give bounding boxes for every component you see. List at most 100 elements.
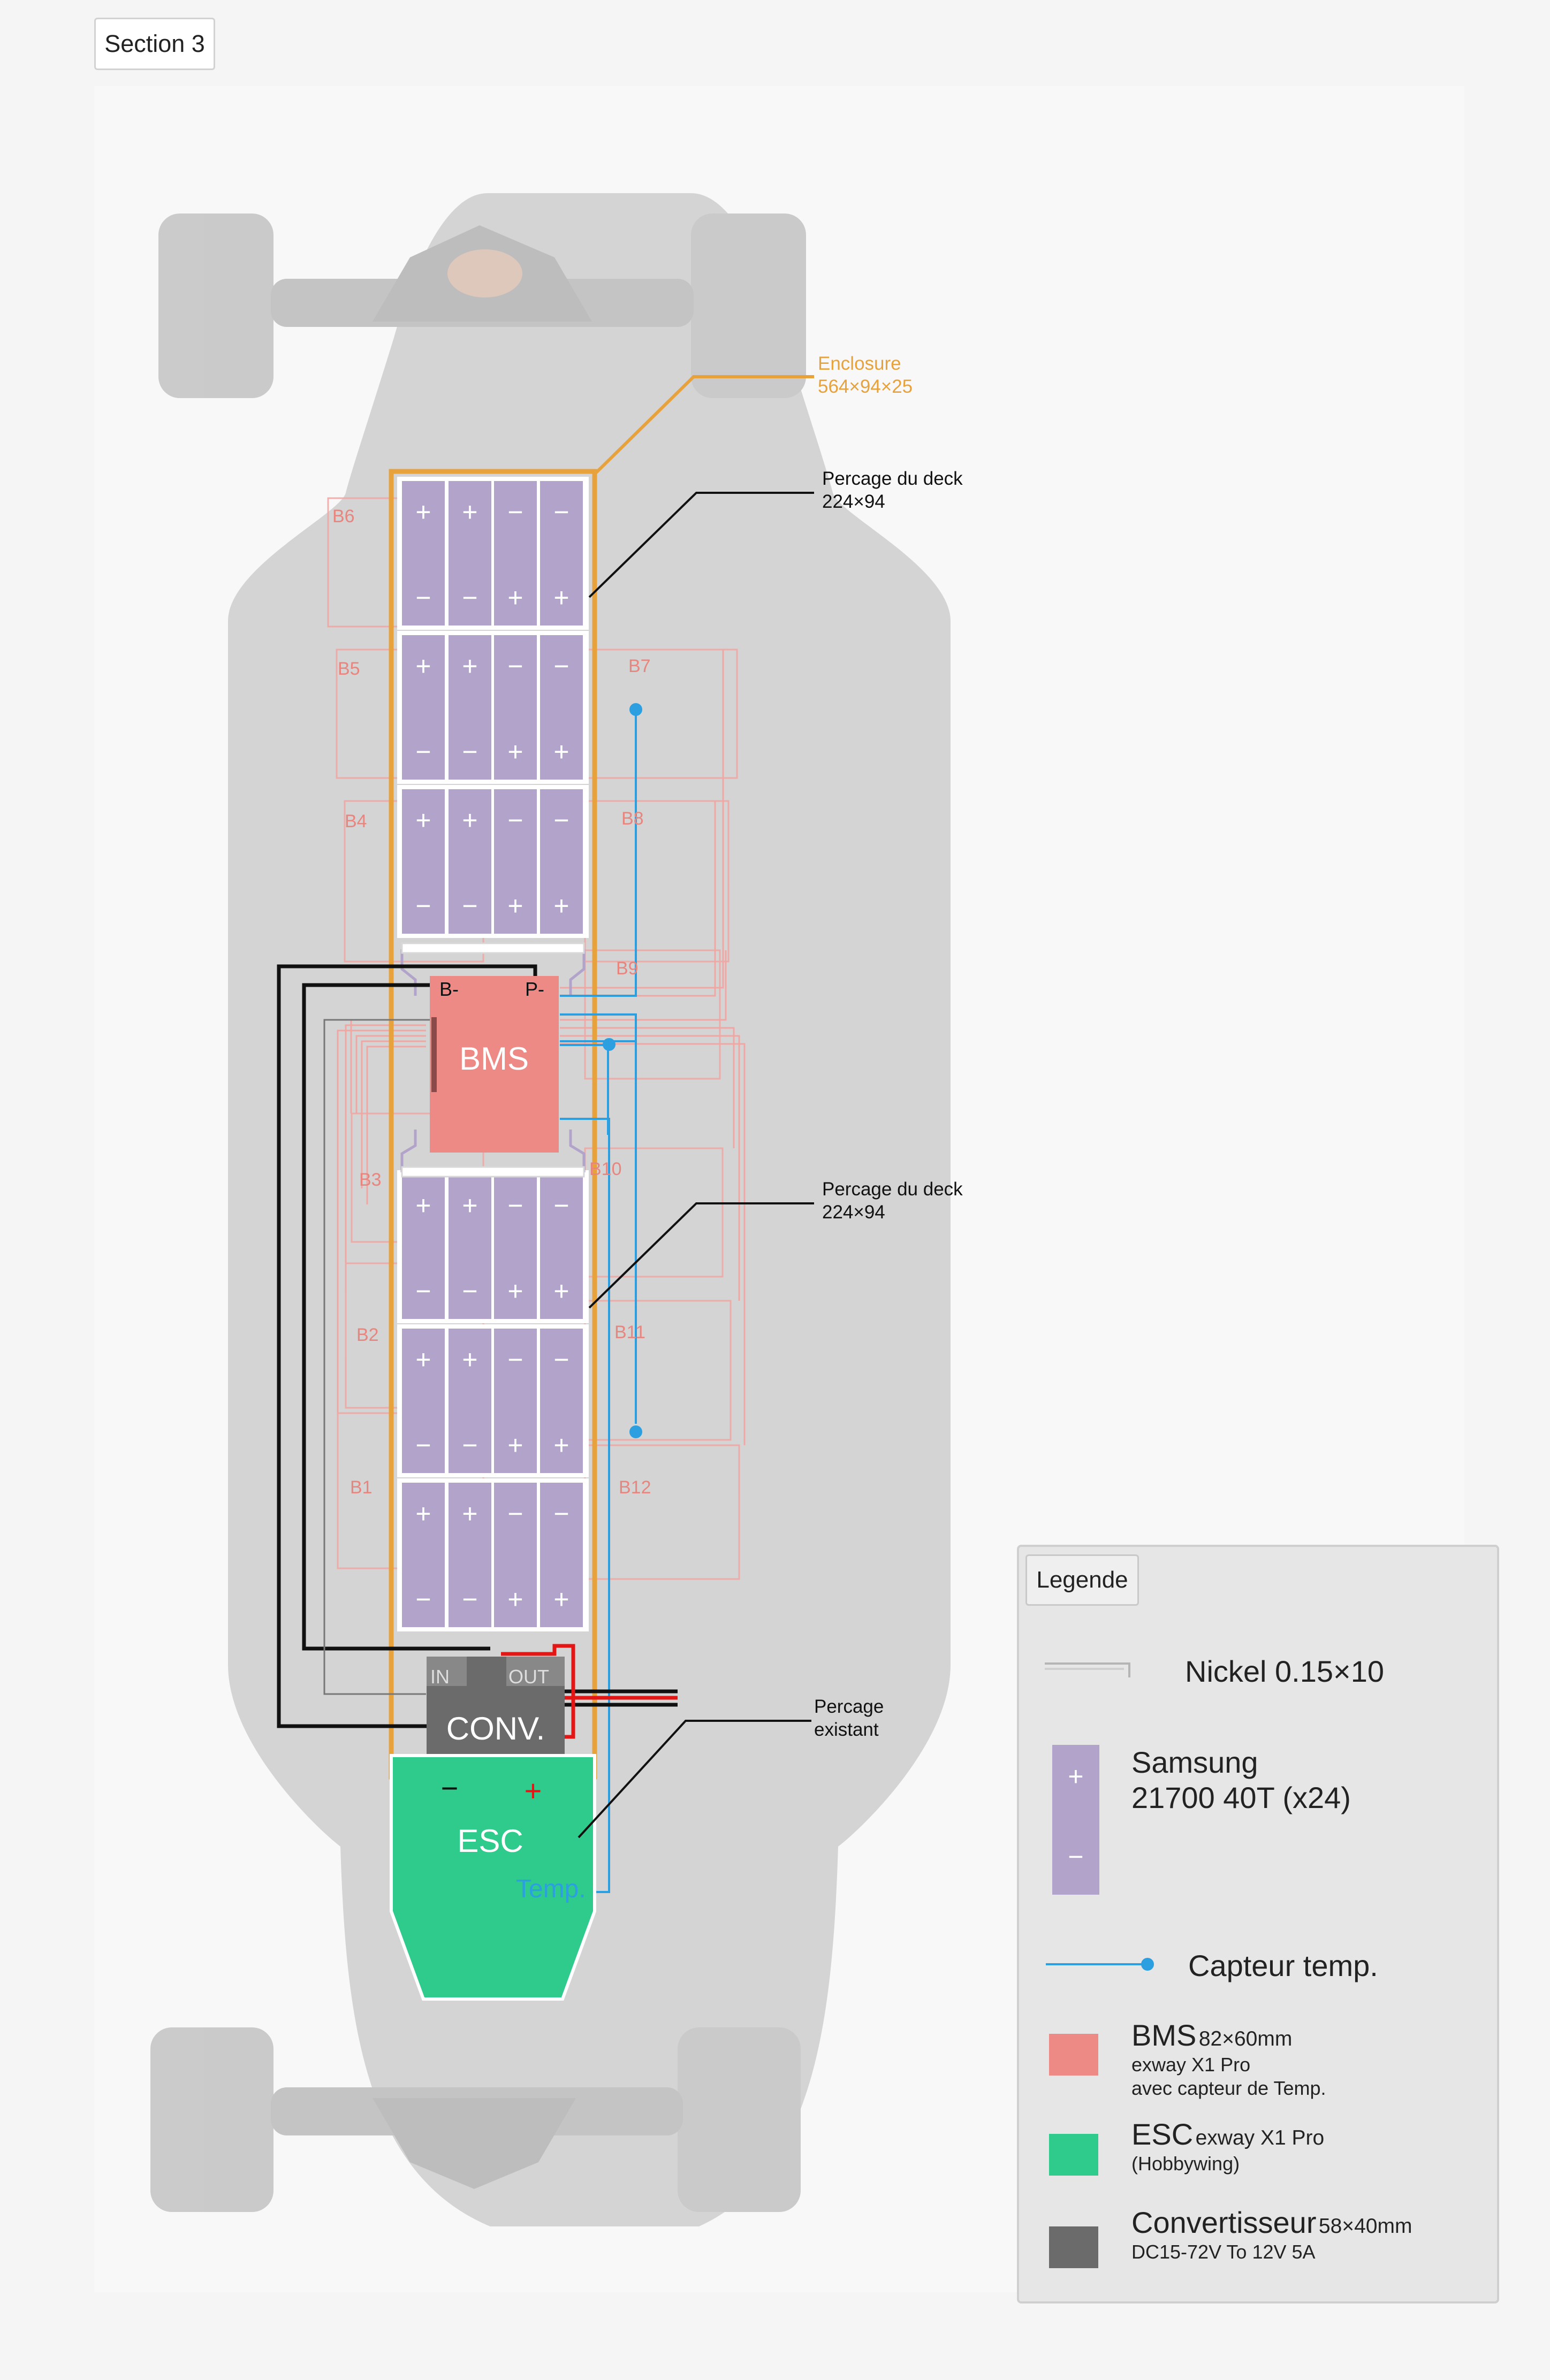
legend-cell-model: 21700 40T (x24) (1131, 1781, 1351, 1814)
cell-polarity-sign: + (553, 583, 569, 613)
legend-title[interactable]: Legende (1025, 1554, 1139, 1606)
battery-cell (402, 1174, 445, 1319)
bms[interactable]: BMS B- P- (430, 976, 559, 1153)
cell-polarity-sign: − (415, 891, 431, 921)
legend-temp-label: Capteur temp. (1188, 1949, 1378, 1982)
cell-polarity-sign: + (462, 1191, 477, 1220)
cell-polarity-sign: − (415, 1276, 431, 1306)
cell-polarity-sign: − (462, 891, 477, 921)
cell-polarity-sign: + (507, 737, 523, 767)
existing-cut-line2: existant (814, 1719, 879, 1740)
legend-row-temp: Capteur temp. (1019, 1943, 1497, 1986)
cell-polarity-sign: + (462, 497, 477, 527)
cell-polarity-sign: − (462, 1584, 477, 1614)
cell-polarity-sign: − (507, 1345, 523, 1375)
group-label-b4: B4 (345, 811, 367, 832)
cell-polarity-sign: − (415, 583, 431, 613)
battery-cell (402, 635, 445, 780)
cell-polarity-sign: + (415, 1499, 431, 1529)
battery-cells: +−+−−+−++−+−−+−++−+−−+−++−+−−+−++−+−−+−+… (397, 477, 589, 1631)
cell-polarity-sign: + (462, 1345, 477, 1375)
cell-polarity-sign: − (507, 805, 523, 835)
legend-bms-name: BMS (1131, 2018, 1197, 2052)
cell-polarity-sign: − (415, 1430, 431, 1460)
cell-polarity-sign: − (507, 497, 523, 527)
temp-sensor-icon (1046, 1958, 1154, 1971)
group-label-b2: B2 (356, 1325, 379, 1345)
esc-temp-label: Temp. (516, 1875, 586, 1903)
battery-cell (540, 481, 583, 625)
legend-row-nickel: Nickel 0.15×10 (1019, 1649, 1497, 1691)
legend-cell-name: Samsung (1131, 1745, 1258, 1779)
cell-polarity-sign: + (553, 891, 569, 921)
battery-cell (449, 1174, 491, 1319)
cell-polarity-sign: + (415, 497, 431, 527)
battery-cell (494, 1174, 537, 1319)
cell-polarity-sign: − (553, 1499, 569, 1529)
legend-row-esc: ESC exway X1 Pro (Hobbywing) (1019, 2117, 1497, 2186)
cell-polarity-sign: − (553, 651, 569, 681)
battery-cell (540, 1174, 583, 1319)
group-labels-right: B7 B8 B9 B10 B11 B12 (589, 656, 651, 1498)
battery-cell (540, 635, 583, 780)
cell-polarity-sign: + (507, 1276, 523, 1306)
cell-polarity-sign: − (415, 1584, 431, 1614)
temp-sensor-dots (603, 703, 642, 1438)
callout-deck-cut-top: Percage du deck 224×94 (588, 468, 963, 598)
diagram-canvas: +−+−−+−++−+−−+−++−+−−+−++−+−−+−++−+−−+−+… (94, 86, 1499, 2303)
legend-panel: Legende Nickel 0.15×10 + − Samsung 21700… (1017, 1545, 1499, 2303)
legend-esc-model: exway X1 Pro (1195, 2126, 1325, 2149)
deck-cut-bottom-line1: Percage du deck (822, 1179, 963, 1200)
group-label-b7: B7 (628, 656, 651, 676)
bms-label: BMS (459, 1041, 529, 1077)
cell-minus-sign: − (1068, 1842, 1084, 1872)
converter-swatch (1049, 2226, 1098, 2268)
wiring-diagram: +−+−−+−++−+−−+−++−+−−+−++−+−−+−++−+−−+−+… (150, 193, 963, 2226)
esc-label: ESC (457, 1823, 523, 1859)
cell-polarity-sign: − (553, 1191, 569, 1220)
group-label-b10: B10 (589, 1159, 622, 1179)
cell-polarity-sign: − (507, 1191, 523, 1220)
legend-row-converter: Convertisseur 58×40mm DC15-72V To 12V 5A (1019, 2205, 1497, 2275)
cell-polarity-sign: + (553, 737, 569, 767)
deck-cut-bottom-line2: 224×94 (822, 1202, 885, 1223)
legend-conv-name: Convertisseur (1131, 2206, 1317, 2239)
cell-polarity-sign: − (553, 805, 569, 835)
group-label-b5: B5 (338, 659, 360, 679)
converter-label: CONV. (446, 1711, 545, 1746)
battery-cell-icon: + − (1052, 1745, 1099, 1895)
battery-cell (449, 1483, 491, 1627)
cell-polarity-sign: − (553, 1345, 569, 1375)
converter[interactable]: IN OUT CONV. (427, 1657, 565, 1756)
legend-row-cell: + − Samsung 21700 40T (x24) (1019, 1745, 1497, 1900)
esc-minus-label: − (441, 1771, 459, 1805)
battery-cell (540, 1483, 583, 1627)
balance-wires (337, 650, 746, 1445)
cell-polarity-sign: + (462, 651, 477, 681)
section-tab[interactable]: Section 3 (94, 18, 215, 70)
battery-cell (540, 789, 583, 934)
legend-conv-line1: DC15-72V To 12V 5A (1131, 2241, 1316, 2263)
cell-polarity-sign: − (462, 583, 477, 613)
legend-esc-line1: (Hobbywing) (1131, 2153, 1240, 2175)
rear-truck (150, 2027, 801, 2212)
cell-polarity-sign: + (415, 1191, 431, 1220)
cell-polarity-sign: + (415, 1345, 431, 1375)
deck-cut-top-line1: Percage du deck (822, 468, 963, 489)
cell-polarity-sign: − (553, 497, 569, 527)
battery-cell (540, 1329, 583, 1473)
cell-polarity-sign: + (462, 805, 477, 835)
group-label-b12: B12 (619, 1477, 651, 1498)
group-label-b8: B8 (621, 808, 644, 829)
cell-polarity-sign: + (415, 805, 431, 835)
cell-polarity-sign: + (553, 1276, 569, 1306)
cell-polarity-sign: − (462, 1430, 477, 1460)
battery-cell (494, 635, 537, 780)
bms-swatch (1049, 2034, 1098, 2076)
esc[interactable]: − + ESC Temp. (390, 1754, 596, 2001)
battery-cell (402, 1483, 445, 1627)
battery-cell (402, 789, 445, 934)
cell-polarity-sign: + (462, 1499, 477, 1529)
legend-nickel-label: Nickel 0.15×10 (1185, 1654, 1385, 1688)
enclosure-leader-line (593, 375, 814, 476)
